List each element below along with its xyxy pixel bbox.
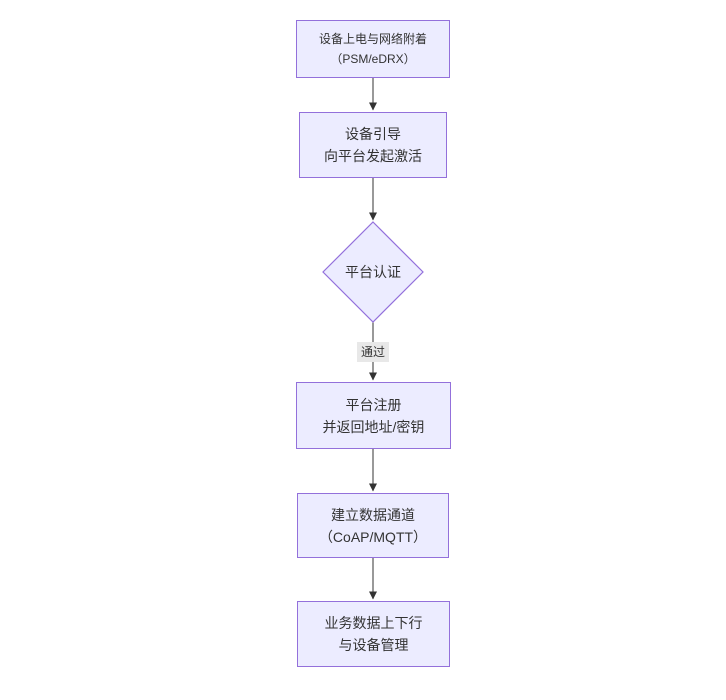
node-label-line: （CoAP/MQTT）	[318, 528, 428, 545]
node-label-line: 设备引导	[345, 126, 401, 142]
node-device-bootstrap: 设备引导 向平台发起激活	[299, 112, 447, 178]
edge-label-pass: 通过	[356, 342, 390, 362]
node-label-line: 并返回地址/密钥	[322, 418, 425, 435]
node-label-line: 建立数据通道	[331, 506, 415, 523]
node-label-line: 与设备管理	[338, 637, 409, 653]
platform-auth-diamond-shape	[322, 221, 424, 323]
node-label-line: 向平台发起激活	[324, 148, 422, 164]
node-business-data: 业务数据上下行 与设备管理	[297, 601, 450, 667]
node-power-attach: 设备上电与网络附着 （PSM/eDRX）	[296, 20, 450, 78]
node-label-line: 平台注册	[345, 396, 402, 413]
node-label-line: 设备上电与网络附着	[318, 32, 427, 46]
node-platform-auth-label: 平台认证	[345, 264, 401, 280]
node-platform-register: 平台注册 并返回地址/密钥	[296, 382, 451, 449]
node-label-line: （PSM/eDRX）	[330, 52, 416, 66]
node-label-line: 业务数据上下行	[324, 615, 423, 631]
node-data-channel: 建立数据通道 （CoAP/MQTT）	[297, 493, 449, 558]
